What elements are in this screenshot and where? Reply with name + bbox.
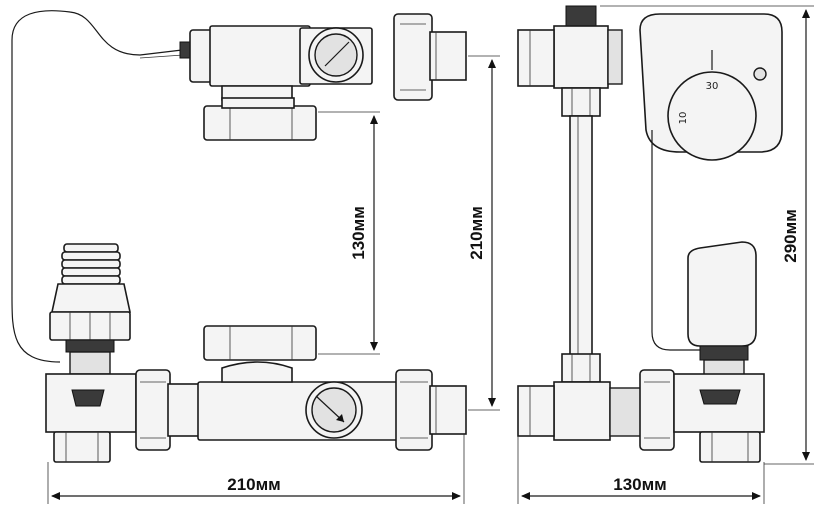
thermostat-housing: 30 10 — [639, 13, 783, 161]
dimension-290mm: 290мм — [600, 5, 814, 465]
dim-label-130mm-side: 130мм — [613, 475, 667, 494]
side-view: 30 10 — [517, 5, 814, 504]
dim-label-290mm: 290мм — [781, 209, 800, 263]
side-actuator — [687, 241, 757, 383]
dimension-130mm-front: 130мм — [318, 111, 380, 355]
dim-label-210mm-horizontal: 210мм — [227, 475, 281, 494]
side-top-valve — [517, 5, 623, 117]
capillary-tube — [11, 10, 183, 363]
dimension-210mm-vertical: 210мм — [467, 55, 500, 411]
side-bottom-valve — [517, 353, 765, 463]
dimension-130mm-side: 130мм — [517, 436, 765, 504]
front-view: 130мм 210мм 210мм — [11, 10, 500, 504]
dial-scale-10: 10 — [678, 112, 689, 125]
bottom-supply-valve — [45, 243, 467, 463]
dimension-210mm-horizontal: 210мм — [47, 434, 465, 504]
dim-label-130mm-front: 130мм — [349, 206, 368, 260]
thermostat-dial — [667, 71, 757, 161]
dim-label-210mm-vertical: 210мм — [467, 206, 486, 260]
dial-scale-30: 30 — [706, 81, 719, 92]
side-connecting-pipe — [569, 115, 593, 357]
top-return-valve — [179, 13, 467, 141]
thermostatic-actuator — [49, 243, 131, 375]
